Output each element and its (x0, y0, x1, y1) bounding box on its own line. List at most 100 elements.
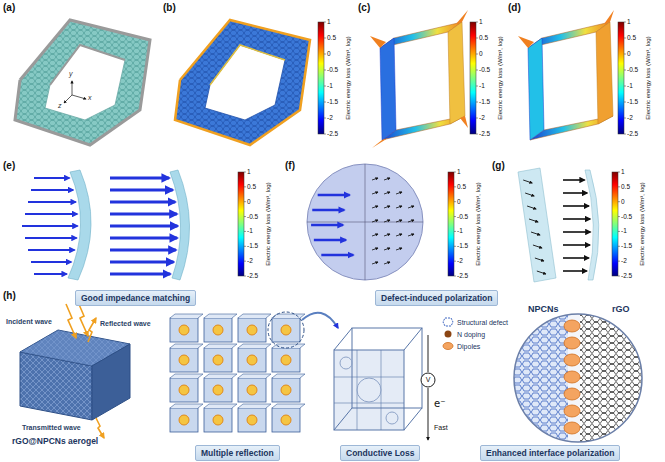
tick-label: -1.5 (621, 243, 632, 250)
tick-label: 1 (479, 18, 483, 25)
cell-cube (204, 408, 232, 432)
field-arrow (110, 248, 176, 251)
tick-label: 0.5 (457, 183, 466, 190)
field-arrow (372, 234, 378, 236)
panel-letter: (f) (285, 160, 295, 172)
figure-shape (386, 412, 398, 424)
field-arrow (110, 188, 173, 191)
figure-shape (528, 38, 544, 140)
figure-shape (64, 95, 72, 103)
tag-box: Enhanced interface polarization (480, 445, 620, 461)
colorbar (448, 172, 454, 276)
colorbar-tick (454, 276, 456, 277)
field-arrow (531, 232, 540, 235)
colorbar-tick (618, 231, 620, 232)
cell-cube (272, 408, 300, 432)
cell-top (170, 404, 203, 408)
twisted-frame (518, 10, 614, 140)
field-arrow (408, 220, 414, 222)
tick-label: -0.5 (621, 213, 632, 220)
legend-text: Structural defect (457, 319, 508, 326)
tick-label: 1 (327, 18, 331, 25)
tick-label: 0.5 (327, 34, 336, 41)
tick-label: -1 (247, 228, 253, 235)
field-arrows (22, 178, 178, 274)
field-arrow (372, 262, 378, 264)
colorbar-tick (244, 216, 246, 217)
cell-top (170, 374, 203, 378)
field-arrow (537, 271, 546, 274)
tick-label: -0.5 (627, 66, 638, 73)
tick-label: 0 (627, 50, 631, 57)
figure-shape (596, 22, 613, 124)
legend-text: N doping (457, 331, 485, 338)
colorbar-tick (324, 22, 326, 23)
sheet-g (518, 168, 599, 282)
colorbar-tick (454, 246, 456, 247)
field-arrow (372, 192, 378, 194)
field-arrow (527, 206, 536, 209)
colorbar-tick (244, 231, 246, 232)
bent-sheet (68, 170, 190, 280)
colorbar-tick (624, 38, 626, 39)
panel-letter: (h) (3, 290, 16, 302)
colorbar-tick (624, 118, 626, 119)
field-arrow (563, 192, 587, 194)
tick-label: -2.5 (627, 130, 638, 137)
colorbar-tick (624, 22, 626, 23)
tick-label: 1 (247, 168, 251, 175)
colorbar-tick (244, 201, 246, 202)
field-arrow (110, 236, 177, 239)
tick-label: -2 (621, 257, 627, 264)
colorbar-tick (476, 70, 478, 71)
figure-shape (404, 328, 422, 350)
tag-box: Conductive Loss (340, 445, 420, 461)
tick-label: -2.5 (327, 130, 338, 137)
cell-top (238, 404, 271, 408)
figure-shape (334, 377, 404, 378)
tick-label: -1 (457, 228, 463, 235)
colorbar-tick (244, 261, 246, 262)
colorbar (618, 22, 624, 134)
field-arrow (384, 262, 390, 264)
figure-shape (78, 302, 88, 336)
legend: Structural defect N dopingDipoles (442, 316, 508, 352)
colorbar-tick (476, 118, 478, 119)
legend-text: Dipoles (457, 343, 480, 350)
field-arrow (396, 234, 402, 236)
tick-label: -2.5 (479, 130, 490, 137)
field-arrow (563, 270, 587, 272)
figure-shape (518, 36, 534, 48)
tick-label: -1 (627, 82, 633, 89)
colorbar-tick (624, 86, 626, 87)
tick-label: 1 (621, 168, 625, 175)
colorbar (318, 22, 324, 134)
phase-label: rGO (612, 304, 630, 314)
field-arrow (372, 206, 378, 208)
cell-cube (204, 378, 232, 402)
field-arrow (110, 176, 169, 179)
tick-label: -2 (627, 114, 633, 121)
axis-triad (64, 81, 86, 103)
reflection-grid (170, 314, 305, 432)
cell-top (272, 314, 305, 318)
field-arrow (535, 258, 544, 261)
wave-label: Incident wave (6, 318, 52, 326)
defect-icon (443, 318, 453, 326)
tick-label: -2.5 (247, 272, 258, 279)
colorbar-tick (244, 172, 246, 173)
wave-arrows (66, 302, 104, 438)
field-arrow (312, 209, 344, 211)
field-arrow (396, 192, 402, 194)
field-arrow (384, 248, 390, 250)
reflection-swirl (281, 325, 291, 335)
field-arrow (563, 205, 589, 207)
cell-top (272, 404, 305, 408)
loss-frame (175, 20, 310, 145)
tick-label: -1.5 (479, 98, 490, 105)
field-arrow (384, 234, 390, 236)
figure-shape (352, 328, 422, 408)
field-arrows (311, 178, 414, 264)
field-arrow (529, 219, 538, 222)
cell-cube (170, 408, 198, 432)
